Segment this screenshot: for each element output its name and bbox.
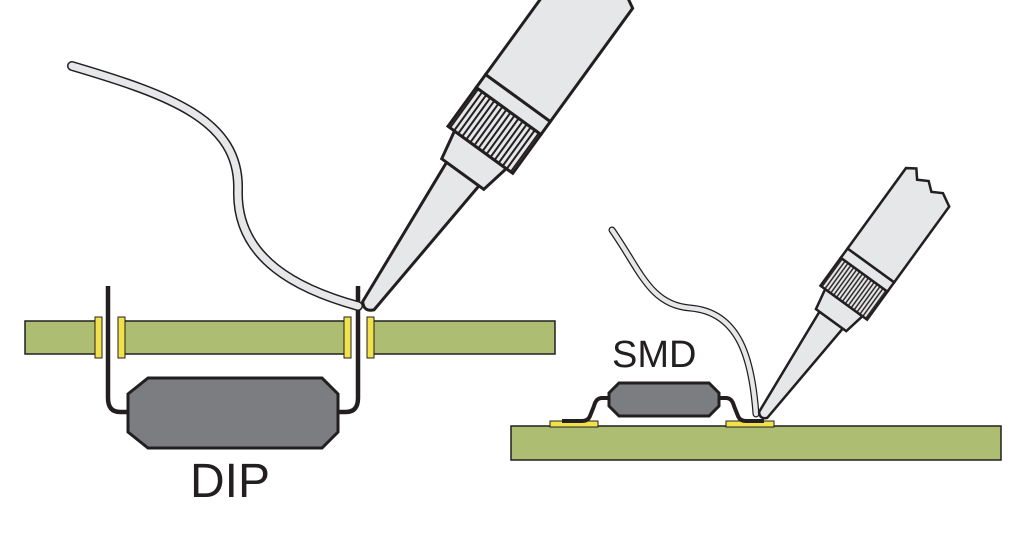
smd-left-lead (562, 396, 612, 423)
smd-assembly (510, 166, 1002, 461)
dip-right-lead (336, 286, 361, 415)
smd-component-body (607, 381, 721, 418)
dip-iron-tip (361, 160, 482, 312)
smd-solder-wire (609, 227, 759, 417)
dip-label: DIP (190, 455, 271, 508)
dip-left-lead (105, 286, 132, 415)
smd-label: SMD (612, 334, 697, 376)
dip-solder-wire-outline (67, 61, 363, 311)
smd-soldering-iron (757, 166, 951, 420)
smd-iron-handle (845, 166, 951, 285)
dip-iron-handle (483, 0, 635, 124)
dip-assembly (24, 0, 635, 450)
smd-pcb-board (510, 425, 1002, 461)
dip-component-body (126, 376, 340, 450)
dip-soldering-iron (361, 0, 635, 312)
dip-solder-wire (68, 62, 362, 310)
smd-right-lead (716, 396, 764, 423)
smd-iron-tip (757, 309, 845, 420)
